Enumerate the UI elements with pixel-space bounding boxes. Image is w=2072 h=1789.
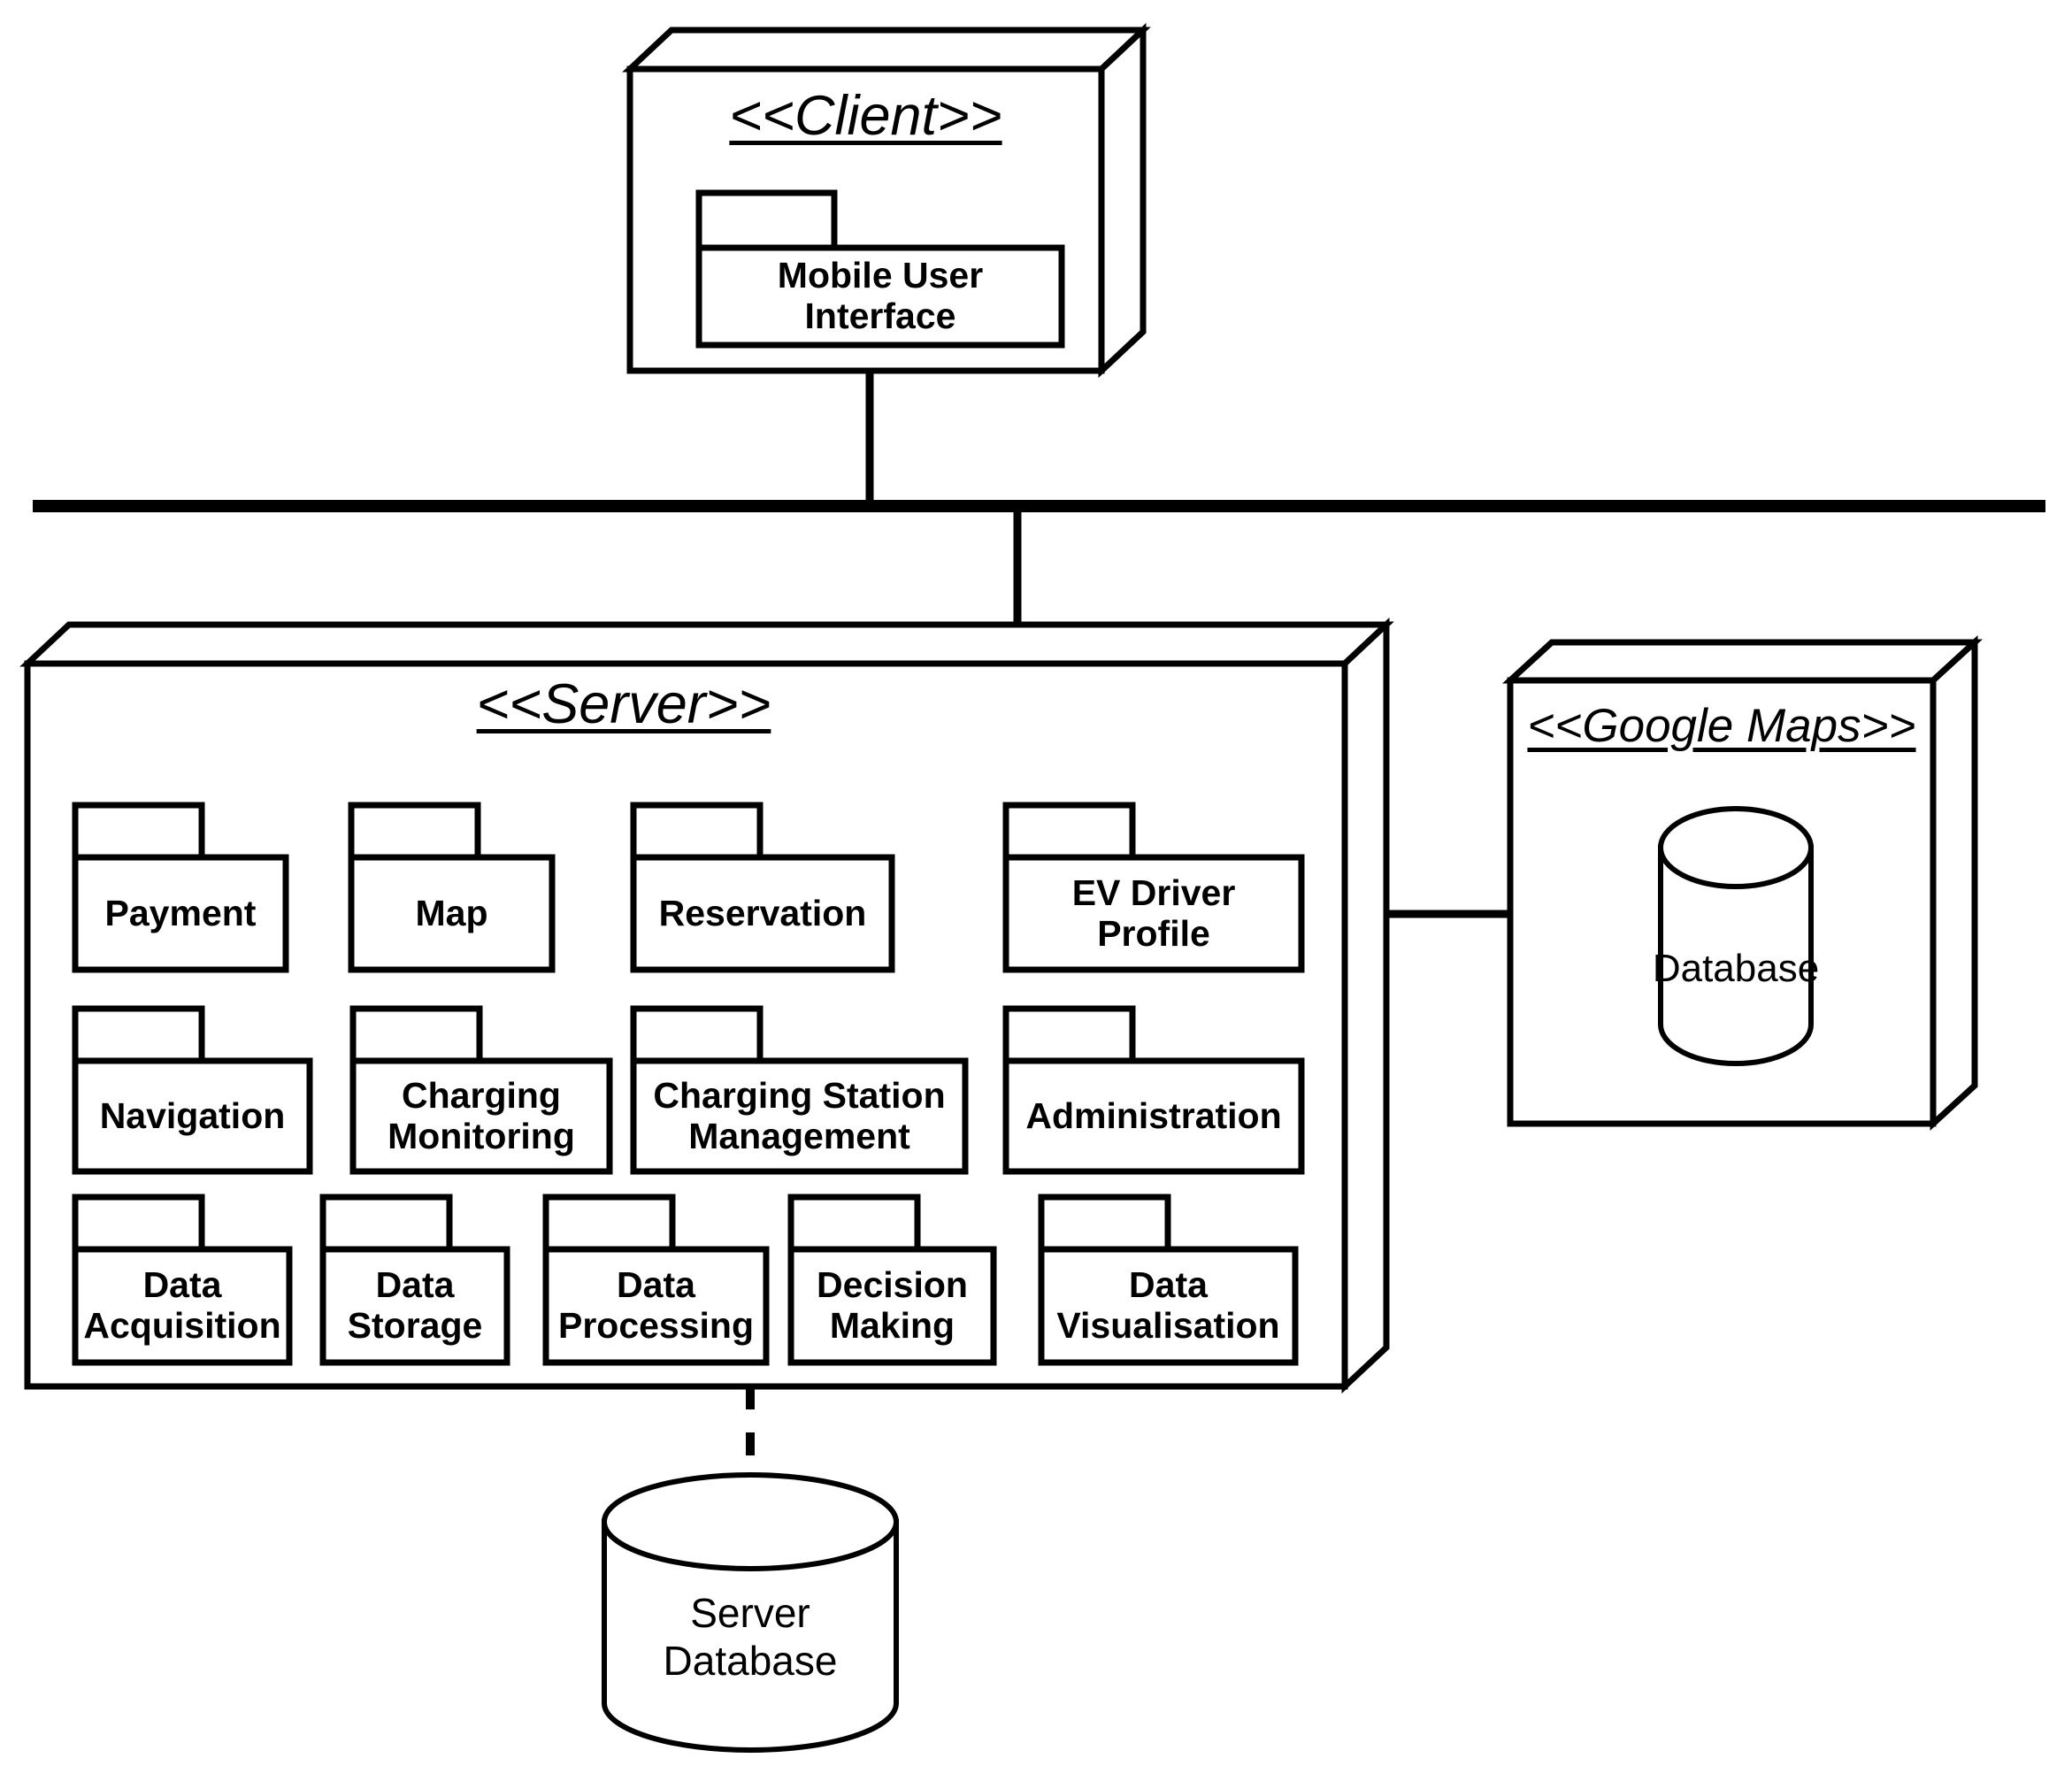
client-node[interactable] xyxy=(622,22,1151,379)
package-map[interactable] xyxy=(348,802,556,973)
package-charging-monitoring[interactable] xyxy=(349,1005,613,1175)
package-label-payment: Payment xyxy=(104,892,257,933)
package-label-reservation: Reservation xyxy=(658,892,867,933)
package-navigation[interactable] xyxy=(72,1005,313,1175)
package-data-visualisation[interactable] xyxy=(1038,1194,1299,1366)
google-maps-database-label: Database xyxy=(1652,947,1820,991)
server-database-cylinder[interactable] xyxy=(602,1472,899,1753)
package-reservation[interactable] xyxy=(630,802,895,973)
package-label-administration: Administration xyxy=(1025,1094,1282,1136)
package-data-storage[interactable] xyxy=(319,1194,510,1366)
package-decision-making[interactable] xyxy=(787,1194,997,1366)
google-maps-stereotype-label: <<Google Maps>> xyxy=(1527,700,1916,752)
google-maps-node[interactable] xyxy=(1501,635,1984,1131)
package-mobile-user-interface[interactable] xyxy=(695,189,1065,349)
package-payment[interactable] xyxy=(72,802,289,973)
package-data-acquisition[interactable] xyxy=(72,1194,293,1366)
server-stereotype-label: <<Server>> xyxy=(476,673,771,735)
package-label-map: Map xyxy=(415,892,488,933)
client-stereotype-label: <<Client>> xyxy=(729,85,1002,147)
server-node[interactable] xyxy=(19,617,1394,1394)
google-maps-database-cylinder[interactable] xyxy=(1658,806,1814,1066)
package-label-navigation: Navigation xyxy=(99,1094,286,1136)
package-data-processing[interactable] xyxy=(542,1194,770,1366)
package-ev-driver-profile[interactable] xyxy=(1002,802,1305,973)
package-administration[interactable] xyxy=(1002,1005,1305,1175)
package-charging-station-management[interactable] xyxy=(630,1005,969,1175)
